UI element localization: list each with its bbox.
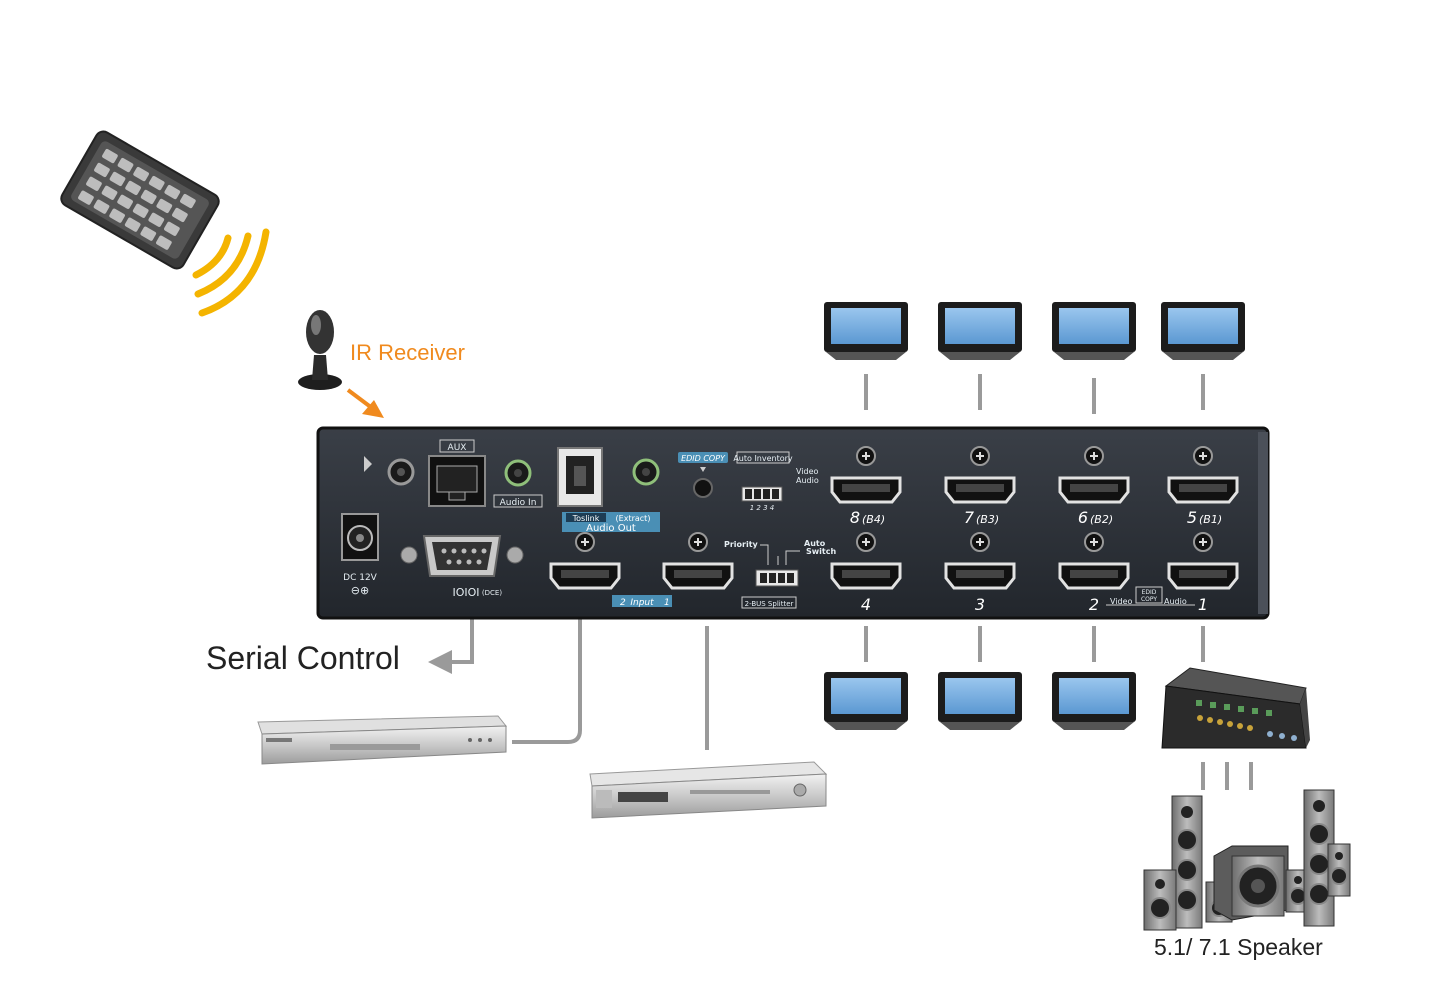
tv-monitor-icon <box>1161 302 1245 360</box>
output-bus-label: (B2) <box>1090 513 1113 526</box>
hdmi-output-top-port[interactable] <box>830 446 902 504</box>
bottom-copy-label: COPY <box>1141 596 1157 603</box>
dc-polarity-icon: ⊖⊕ <box>351 584 369 597</box>
output-number-label: 6 <box>1078 508 1088 527</box>
hdmi-output-top-port[interactable] <box>1167 446 1239 504</box>
dip-numbers-label: 1 2 3 4 <box>750 504 775 512</box>
tv-monitor-icon <box>938 672 1022 730</box>
rs232-port[interactable] <box>400 535 524 577</box>
dvd-player-icon <box>257 715 508 765</box>
audio-out-label: Audio Out <box>586 523 636 534</box>
connection-lines <box>446 374 1253 790</box>
tv-monitor-icon <box>824 302 908 360</box>
serial-control-label: Serial Control <box>206 640 400 676</box>
dvd-player-icon <box>589 761 828 819</box>
output-number-label: 4 <box>861 595 871 614</box>
tv-monitor-icon <box>938 302 1022 360</box>
output-number-label: 5 <box>1187 508 1197 527</box>
bottom-video-label: Video <box>1110 597 1133 606</box>
input-1-label: 1 <box>664 598 670 608</box>
output-number-label: 8 <box>850 508 860 527</box>
serial-arrow-icon <box>428 650 452 674</box>
hdmi-output-top-port[interactable] <box>1058 446 1130 504</box>
speaker-icon <box>1327 843 1351 897</box>
matrix-switch-rear-panel: AUX Audio In Toslink (Extract) Audio Out <box>316 426 1270 620</box>
speaker-system-icon <box>1143 789 1351 931</box>
output-bus-label: (B1) <box>1199 513 1222 526</box>
audio-out-jack[interactable] <box>632 458 660 486</box>
input-2-label: 2 <box>620 598 626 608</box>
bottom-audio-label: Audio <box>1164 597 1187 606</box>
subwoofer-icon <box>1213 845 1289 921</box>
extract-label: (Extract) <box>616 514 651 523</box>
tv-monitor-icon <box>1052 672 1136 730</box>
auto-label: Auto <box>804 539 826 548</box>
speaker-icon <box>1171 795 1203 929</box>
hdmi-output-bottom-port[interactable] <box>1167 532 1239 590</box>
output-number-label: 3 <box>975 595 985 614</box>
edid-copy-label: EDID COPY <box>681 454 726 463</box>
hdmi-output-bottom-port[interactable] <box>944 532 1016 590</box>
hdmi-input-1-port[interactable] <box>662 532 734 590</box>
auto-inventory-label: Auto Inventory <box>733 454 793 463</box>
speaker-icon <box>1303 789 1335 927</box>
tv-monitor-icon <box>1052 302 1136 360</box>
aux-label: AUX <box>448 443 467 453</box>
output-number-label: 1 <box>1198 595 1208 614</box>
priority-dip-switch[interactable] <box>755 569 799 587</box>
tv-monitor-icon <box>824 672 908 730</box>
hdmi-output-bottom-port[interactable] <box>1058 532 1130 590</box>
output-bus-label: (B3) <box>976 513 999 526</box>
ir-signal-waves-icon <box>192 228 270 317</box>
rs232-sub-label: (DCE) <box>482 589 502 597</box>
output-number-label: 7 <box>964 508 975 527</box>
speaker-label: 5.1/ 7.1 Speaker <box>1154 934 1323 960</box>
ir-jack-icon <box>364 456 415 486</box>
aux-rj45-port[interactable] <box>428 455 486 507</box>
ir-arrow-icon <box>346 388 384 418</box>
hdmi-input-2-port[interactable] <box>549 532 621 590</box>
switch-label: Switch <box>806 547 836 556</box>
dc-label: DC 12V <box>343 573 378 583</box>
rs232-label: IOIOI <box>452 586 479 599</box>
ir-receiver-icon <box>298 310 342 390</box>
av-receiver-icon <box>1161 667 1310 749</box>
hdmi-output-bottom-port[interactable] <box>830 532 902 590</box>
toslink-port[interactable] <box>557 447 603 507</box>
two-bus-splitter-label: 2-BUS Splitter <box>745 600 794 608</box>
dc-power-jack[interactable] <box>341 513 379 561</box>
output-number-label: 2 <box>1089 595 1099 614</box>
dip-switch[interactable] <box>741 486 783 502</box>
toslink-label: Toslink <box>572 514 600 523</box>
bottom-edid-label: EDID <box>1142 589 1157 596</box>
output-bus-label: (B4) <box>862 513 885 526</box>
audio-label: Audio <box>796 476 819 485</box>
edid-copy-button[interactable] <box>693 478 713 498</box>
speaker-icon <box>1143 869 1177 931</box>
audio-in-jack[interactable] <box>504 459 532 487</box>
priority-label: Priority <box>724 540 759 549</box>
video-label: Video <box>796 467 819 476</box>
hdmi-output-top-port[interactable] <box>944 446 1016 504</box>
audio-in-label: Audio In <box>500 498 537 508</box>
input-label: Input <box>630 598 654 608</box>
ir-receiver-label: IR Receiver <box>350 340 465 365</box>
remote-control-icon <box>60 130 220 270</box>
